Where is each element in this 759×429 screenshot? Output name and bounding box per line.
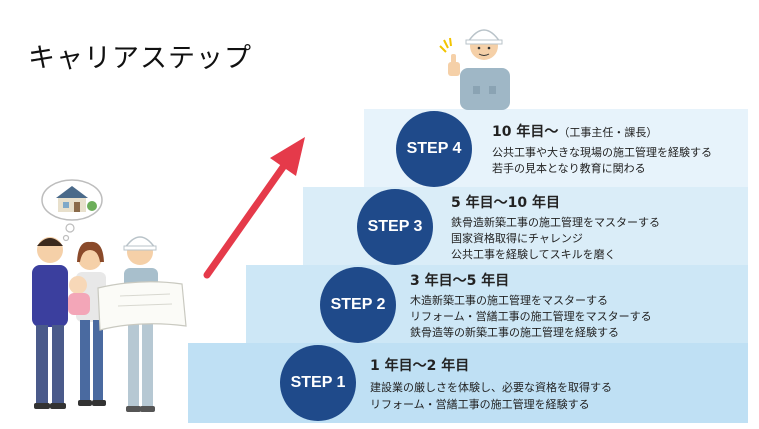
step-3-line-2: 国家資格取得にチャレンジ xyxy=(451,232,583,245)
step-3-heading: 5 年目〜10 年目 xyxy=(451,195,560,211)
step-2-line-1: 木造新築工事の施工管理をマスターする xyxy=(410,294,608,307)
step-4-heading-main: 10 年目〜 xyxy=(492,124,559,140)
worker-thumbs-up-illustration xyxy=(439,29,510,110)
page-title: キャリアステップ xyxy=(28,43,252,74)
step-4-line-2: 若手の見本となり教育に関わる xyxy=(492,162,646,175)
step-1-badge: STEP 1 xyxy=(280,345,356,421)
step-2-badge: STEP 2 xyxy=(320,267,396,343)
step-1-heading: 1 年目〜2 年目 xyxy=(370,358,470,374)
family-illustration xyxy=(32,236,187,412)
step-1-line-1: 建設業の厳しさを体験し、必要な資格を取得する xyxy=(370,381,612,394)
step-2-line-3: 鉄骨造等の新築工事の施工管理を経験する xyxy=(410,326,619,339)
step-1-line-2: リフォーム・営繕工事の施工管理を経験する xyxy=(370,398,590,411)
up-arrow-icon xyxy=(203,137,305,279)
step-3-badge: STEP 3 xyxy=(357,189,433,265)
step-3-block: STEP 3 5 年目〜10 年目 鉄骨造新築工事の施工管理をマスターする 国家… xyxy=(303,187,748,265)
step-3-line-1: 鉄骨造新築工事の施工管理をマスターする xyxy=(451,216,660,229)
step-1-block: STEP 1 1 年目〜2 年目 建設業の厳しさを体験し、必要な資格を取得する … xyxy=(188,343,748,423)
step-4-line-1: 公共工事や大きな現場の施工管理を経験する xyxy=(492,146,712,159)
step-4-heading: 10 年目〜（工事主任・課長） xyxy=(492,121,657,141)
step-2-block: STEP 2 3 年目〜5 年目 木造新築工事の施工管理をマスターする リフォー… xyxy=(246,265,748,343)
step-4-block: STEP 4 10 年目〜（工事主任・課長） 公共工事や大きな現場の施工管理を経… xyxy=(364,109,748,187)
step-4-badge: STEP 4 xyxy=(396,111,472,187)
step-3-line-3: 公共工事を経験してスキルを磨く xyxy=(451,248,616,261)
step-4-heading-sub: （工事主任・課長） xyxy=(558,126,658,139)
step-2-heading: 3 年目〜5 年目 xyxy=(410,273,510,289)
house-thought-bubble-icon xyxy=(41,179,103,242)
step-2-line-2: リフォーム・営繕工事の施工管理をマスターする xyxy=(410,310,652,323)
